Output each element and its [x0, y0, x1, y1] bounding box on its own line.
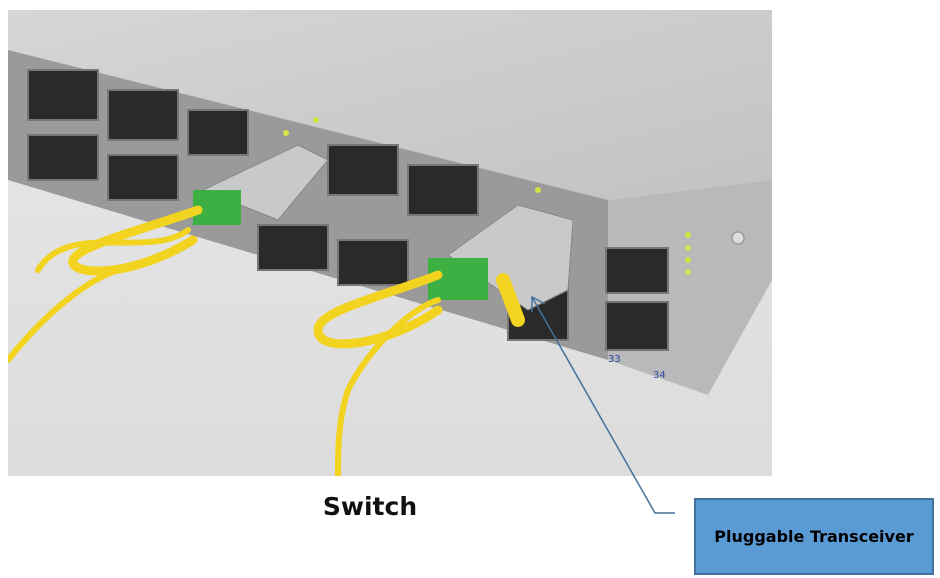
- fiber-cables: [8, 205, 525, 476]
- photo-caption: Switch: [322, 492, 418, 521]
- port-label-33: 33: [608, 354, 621, 365]
- status-leds: [283, 117, 691, 275]
- chassis-top: [8, 10, 772, 200]
- callout-box: Pluggable Transceiver: [694, 498, 934, 575]
- callout-label: Pluggable Transceiver: [714, 527, 914, 546]
- switch-photo: 33 34: [8, 10, 772, 476]
- port-label-34: 34: [653, 370, 666, 381]
- screw: [731, 231, 745, 245]
- transceiver-left: [193, 144, 329, 225]
- port-cages: [27, 69, 669, 351]
